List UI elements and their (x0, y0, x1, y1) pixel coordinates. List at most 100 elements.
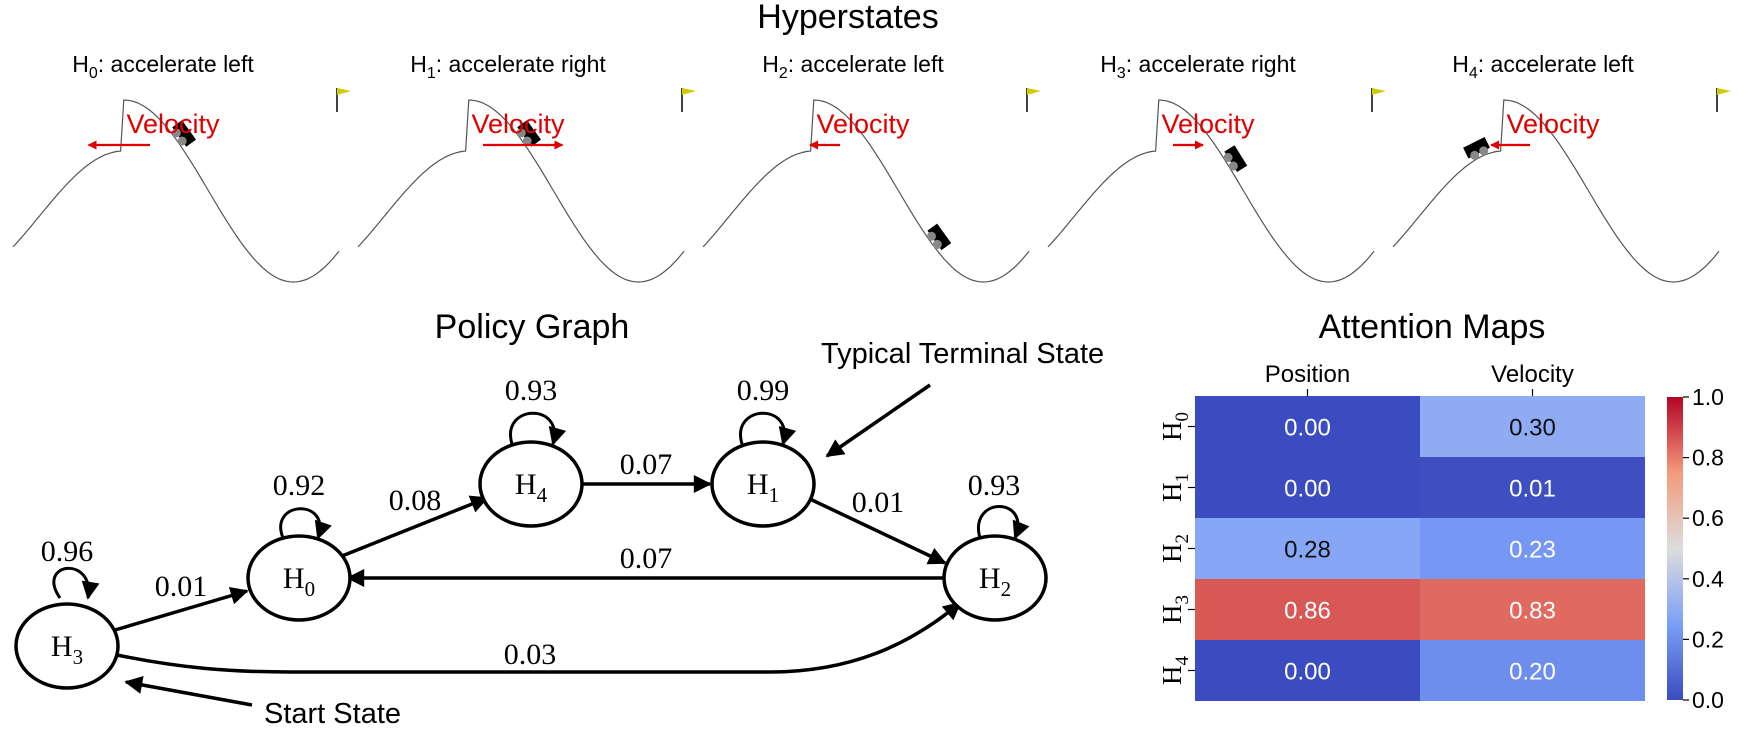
node-h4-subscript: 4 (537, 483, 548, 507)
node-h1-subscript: 1 (769, 483, 780, 507)
heatmap-row-label: H4 (1157, 656, 1193, 686)
self-loop-h4 (509, 411, 567, 446)
node-h1-label: H (747, 468, 769, 501)
edge-h3-h2 (116, 601, 962, 674)
colorbar-gradient (1667, 397, 1683, 700)
heatmap-cell (1420, 579, 1645, 640)
mountain-curve (12, 99, 340, 283)
mountain-curve (1392, 99, 1720, 283)
heatmap-row-label: H2 (1157, 534, 1193, 563)
edge-h3-h0 (114, 586, 249, 632)
node-h1: H1 (710, 440, 816, 528)
svg-text:H2: H2 (979, 562, 1011, 601)
hyperstate-caption-prefix: H (410, 51, 427, 77)
heatmap-row-label: H3 (1157, 595, 1193, 624)
node-h0-label: H (283, 562, 305, 595)
hyperstate-caption-subscript: 0 (89, 65, 98, 82)
svg-text:H4: H4 (515, 468, 548, 507)
node-h4: H4 (478, 440, 584, 528)
flag-icon (1372, 88, 1386, 95)
self-loop-h0-label: 0.92 (273, 469, 326, 502)
heatmap-column-header: Velocity (1491, 361, 1574, 388)
heatmap-cell (1420, 518, 1645, 579)
attention-maps-title: Attention Maps (1319, 308, 1546, 346)
terminal-annotation-text: Typical Terminal State (821, 338, 1104, 370)
self-loop-h3-label: 0.96 (41, 535, 94, 568)
heatmap-cell-label: 0.30 (1509, 415, 1556, 442)
colorbar-tick-label: 0.0 (1692, 687, 1724, 713)
node-h3-label: H (51, 630, 73, 663)
hyperstate-caption-prefix: H (1452, 51, 1469, 77)
heatmap-cell-label: 0.86 (1284, 598, 1331, 625)
heatmap-cell-label: 0.23 (1509, 537, 1556, 564)
edge-h1-h2 (811, 498, 947, 565)
self-loop-h0 (279, 507, 332, 540)
heatmap-cell (1420, 396, 1645, 457)
flag-icon (1717, 88, 1731, 95)
edge-h4-h1-label: 0.07 (620, 448, 673, 481)
heatmap-cell-label: 0.01 (1509, 476, 1556, 503)
node-h4-label: H (515, 468, 537, 501)
hyperstate-caption: H4: accelerate left (1452, 51, 1634, 82)
colorbar-tick-label: 0.8 (1692, 445, 1724, 471)
heatmap-row-label: H1 (1157, 473, 1193, 502)
hyperstates-title: Hyperstates (757, 0, 938, 36)
hyperstate-caption-prefix: H (762, 51, 779, 77)
mountain-curve (357, 99, 685, 283)
edge-h3-h2-label: 0.03 (504, 638, 557, 671)
hyperstate-caption: H3: accelerate right (1100, 51, 1296, 82)
colorbar-tick-label: 0.6 (1692, 505, 1724, 531)
mountain-curve (1047, 99, 1375, 283)
heatmap-column-header: Position (1265, 361, 1350, 388)
hyperstate-caption-subscript: 4 (1469, 65, 1478, 82)
flag-icon (682, 88, 696, 95)
start-annotation-arrow (124, 676, 253, 707)
edge-h0-h4-label: 0.08 (389, 484, 442, 517)
hyperstate-caption-prefix: H (72, 51, 89, 77)
hyperstate-caption: H1: accelerate right (410, 51, 606, 82)
node-h2-subscript: 2 (1001, 577, 1012, 601)
hyperstate-caption-subscript: 3 (1117, 65, 1126, 82)
hyperstate-caption-text: : accelerate right (1126, 51, 1297, 77)
heatmap-cell-label: 0.83 (1509, 598, 1556, 625)
heatmap-cell-label: 0.00 (1284, 659, 1331, 686)
car-icon (171, 120, 196, 147)
heatmap-cell (1195, 396, 1420, 457)
node-h2: H2 (942, 534, 1048, 622)
node-h3-subscript: 3 (73, 645, 84, 669)
heatmap-cell (1195, 579, 1420, 640)
hyperstate-caption-subscript: 2 (779, 65, 788, 82)
heatmap-cell (1420, 457, 1645, 518)
policy-graph: H3 H0 H4 H1 H2 0.96 0.92 0.93 0.99 0.93 … (14, 338, 1104, 730)
heatmap-cell-label: 0.00 (1284, 476, 1331, 503)
hyperstate-caption-text: : accelerate left (788, 51, 945, 77)
heatmap-cell (1420, 640, 1645, 701)
hyperstate-caption: H2: accelerate left (762, 51, 944, 82)
edge-h1-h2-label: 0.01 (852, 486, 905, 519)
self-loop-h3 (52, 566, 100, 600)
car-icon (1463, 137, 1490, 160)
velocity-label: Velocity (1161, 109, 1255, 139)
hyperstate-caption: H0: accelerate left (72, 51, 254, 82)
velocity-label: Velocity (1506, 109, 1600, 139)
self-loop-h4-label: 0.93 (505, 374, 558, 407)
car-icon (1223, 145, 1248, 172)
self-loop-h1 (739, 411, 797, 446)
hyperstate-caption-text: : accelerate left (1478, 51, 1635, 77)
colorbar-tick-label: 0.2 (1692, 626, 1724, 652)
car-icon (516, 120, 541, 147)
velocity-label: Velocity (816, 109, 910, 139)
heatmap-cell-label: 0.00 (1284, 415, 1331, 442)
node-h0: H0 (246, 534, 352, 622)
node-h2-label: H (979, 562, 1001, 595)
flag-icon (1027, 88, 1041, 95)
colorbar: 0.00.20.40.60.81.0 (1667, 384, 1724, 713)
